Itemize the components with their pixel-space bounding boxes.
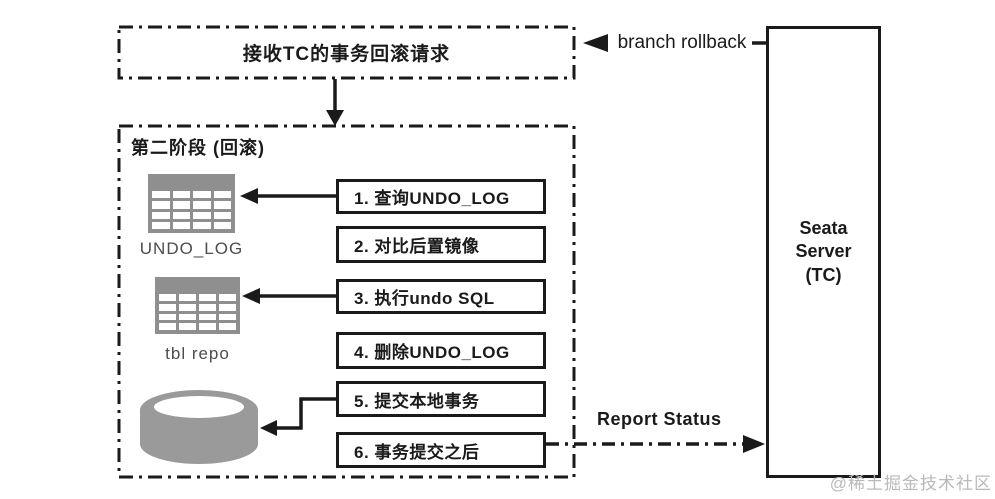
branch-rollback-label: branch rollback bbox=[617, 32, 747, 53]
step-label: 1. 查询UNDO_LOG bbox=[354, 189, 510, 208]
undo-log-table-label: UNDO_LOG bbox=[139, 239, 244, 258]
seata-server-line: Seata bbox=[799, 217, 848, 238]
table-header-band bbox=[159, 281, 236, 294]
seata-server-line: (TC) bbox=[805, 264, 842, 285]
receive-box-border bbox=[117, 25, 576, 80]
step-after-transaction-commit: 6. 事务提交之后 bbox=[336, 432, 546, 468]
database-icon bbox=[140, 390, 258, 464]
step-label: 6. 事务提交之后 bbox=[354, 442, 480, 462]
step-commit-local-transaction: 5. 提交本地事务 bbox=[336, 381, 546, 417]
branch-rollback-arrow bbox=[583, 34, 767, 52]
undo-log-table-icon bbox=[148, 174, 235, 233]
query-undolog-arrow bbox=[240, 188, 336, 204]
tbl-repo-table-icon bbox=[155, 277, 240, 334]
execute-undo-sql-arrow bbox=[242, 288, 336, 304]
phase-title: 第二阶段 (回滚) bbox=[131, 138, 265, 158]
step-query-undolog: 1. 查询UNDO_LOG bbox=[336, 179, 546, 214]
table-grid bbox=[152, 191, 231, 229]
seata-server-line: Server bbox=[795, 241, 852, 262]
receive-rollback-request-label: 接收TC的事务回滚请求 bbox=[242, 44, 451, 65]
receive-rollback-request-box: 接收TC的事务回滚请求 bbox=[119, 27, 574, 78]
watermark: @稀土掘金技术社区 bbox=[829, 474, 992, 493]
step-label: 3. 执行undo SQL bbox=[354, 289, 495, 308]
phase-box-border bbox=[117, 124, 576, 479]
step-label: 4. 删除UNDO_LOG bbox=[354, 343, 510, 362]
step-label: 2. 对比后置镜像 bbox=[354, 237, 480, 256]
table-grid bbox=[159, 294, 236, 330]
commit-local-arrow bbox=[260, 397, 336, 436]
step-delete-undolog: 4. 删除UNDO_LOG bbox=[336, 332, 546, 369]
step-execute-undo-sql: 3. 执行undo SQL bbox=[336, 279, 546, 314]
tbl-repo-table-label: tbl repo bbox=[165, 344, 230, 363]
report-status-arrow bbox=[546, 435, 765, 453]
step-compare-after-image: 2. 对比后置镜像 bbox=[336, 226, 546, 263]
down-arrow bbox=[326, 79, 344, 126]
table-header-band bbox=[152, 178, 231, 191]
report-status-label: Report Status bbox=[597, 409, 722, 429]
seata-server-box: Seata Server (TC) bbox=[766, 26, 881, 478]
step-label: 5. 提交本地事务 bbox=[354, 391, 480, 411]
